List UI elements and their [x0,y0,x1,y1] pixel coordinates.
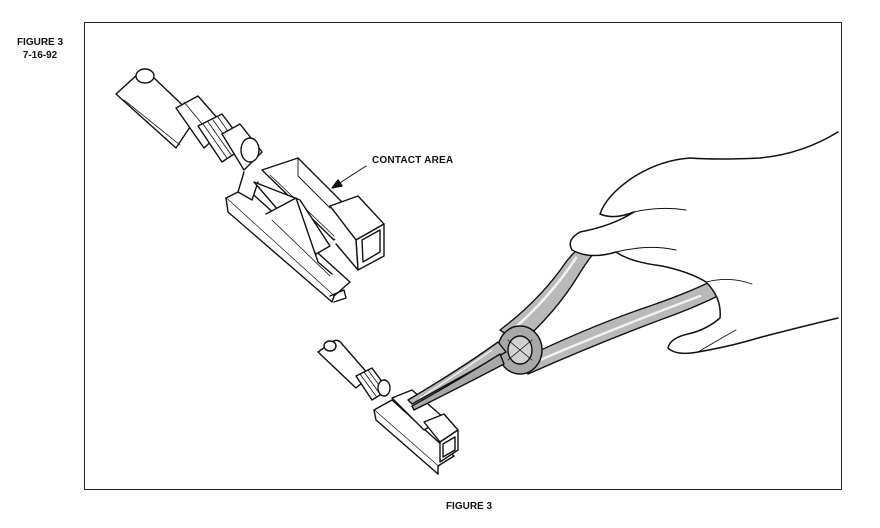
contact-area-leader [331,165,367,189]
wire-cable-upper [115,68,197,149]
terminal-body-upper [225,157,385,303]
figure-id-block: FIGURE 3 7-16-92 [8,36,72,62]
figure-date: 7-16-92 [22,50,58,61]
figure-number: FIGURE 3 [16,37,64,48]
needle-nose-pliers [407,237,723,411]
small-terminal [317,339,459,475]
enlarged-terminal [115,68,385,303]
figure-frame [84,22,842,490]
contact-area-label: CONTACT AREA [372,155,454,166]
ferrule-upper [197,113,263,171]
hand [569,131,839,355]
ferrule-lower [355,367,391,401]
terminal-body-lower [373,389,459,475]
figure-caption: FIGURE 3 [445,501,493,512]
